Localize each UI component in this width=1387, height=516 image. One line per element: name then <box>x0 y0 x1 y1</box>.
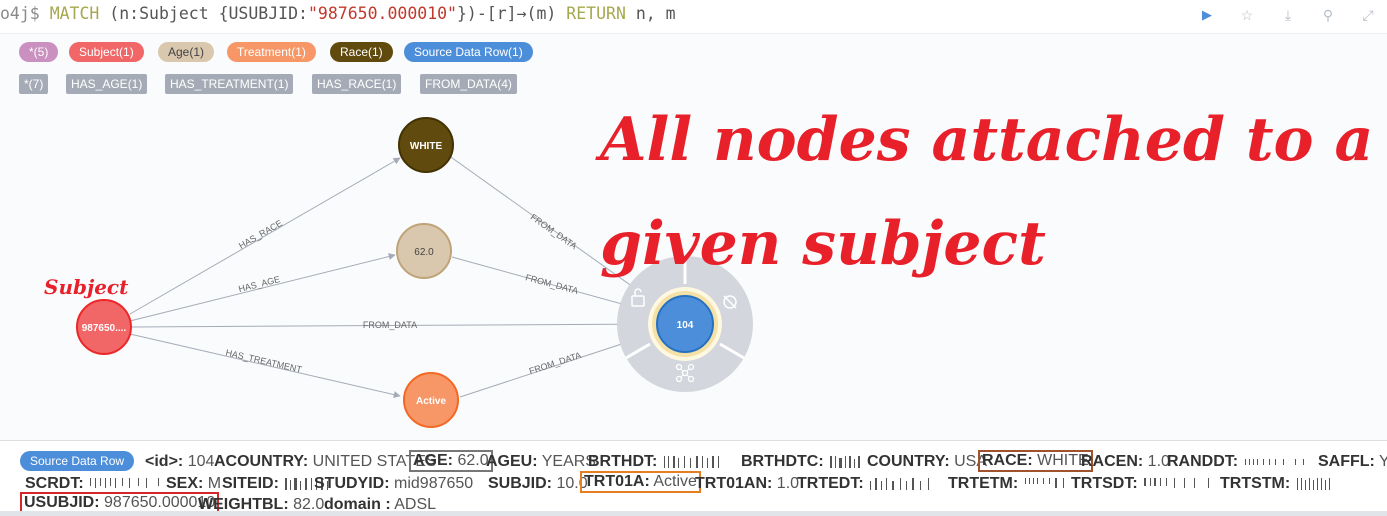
prop-subjid: SUBJID: 10.0 <box>488 475 588 492</box>
prop-weightbl: WEIGHTBL: 82.0 <box>198 496 325 513</box>
subject-annotation: Subject <box>44 275 129 299</box>
prop-trtetm: TRTETM: <box>948 475 1073 493</box>
prop-brthdtc: BRTHDTC: <box>741 453 868 471</box>
redacted-value <box>1244 459 1304 465</box>
node-source-caption: 104 <box>677 320 694 331</box>
node-label-age[interactable]: Age(1) <box>158 42 215 62</box>
edge-label-from-data-race: FROM_DATA <box>529 212 579 251</box>
redacted-value <box>1144 478 1210 488</box>
prop-siteid: SITEID: <box>222 475 335 493</box>
node-treatment[interactable]: Active <box>403 372 459 428</box>
rel-type-has-race[interactable]: HAS_RACE(1) <box>312 74 402 94</box>
rel-type-from-data[interactable]: FROM_DATA(4) <box>420 74 517 94</box>
rel-type-all[interactable]: *(7) <box>19 74 49 94</box>
query-keyword-match: MATCH <box>49 4 100 23</box>
prop-saffl: SAFFL: Y <box>1318 453 1387 470</box>
edge-has-age[interactable] <box>129 253 396 322</box>
prop-scrdt: SCRDT: <box>25 475 164 493</box>
bottom-scrollbar[interactable] <box>0 511 1387 516</box>
edge-has-race[interactable] <box>129 157 401 315</box>
edge-label-has-age: HAS_AGE <box>237 274 281 294</box>
node-race-caption: WHITE <box>410 141 443 152</box>
edge-from-data-subject[interactable] <box>131 323 651 328</box>
node-age-caption: 62.0 <box>414 247 434 258</box>
download-icon[interactable]: ⤓ <box>1284 6 1292 23</box>
edge-label-has-race: HAS_RACE <box>237 218 284 251</box>
run-query-icon[interactable]: ▶ <box>1202 7 1212 22</box>
prop-id: <id>: 104 <box>145 453 215 470</box>
prop-sex: SEX: M <box>166 475 222 492</box>
prop-racen: RACEN: 1.0 <box>1081 453 1170 470</box>
prop-trt01a: TRT01A: Active <box>580 471 701 493</box>
prop-acountry: ACOUNTRY: UNITED STATES <box>214 453 437 470</box>
hide-node-icon[interactable] <box>723 295 737 309</box>
edges <box>129 154 651 399</box>
redacted-value <box>90 478 160 488</box>
redacted-value <box>663 456 719 468</box>
node-label-source-data-row[interactable]: Source Data Row(1) <box>404 42 533 62</box>
graph-result-panel: *(5) Subject(1) Age(1) Treatment(1) Race… <box>0 34 1387 440</box>
node-label-treatment[interactable]: Treatment(1) <box>227 42 316 62</box>
annotation-line-1: All nodes attached to a <box>600 105 1374 175</box>
prop-country: COUNTRY: USA <box>867 453 988 470</box>
node-label-all[interactable]: *(5) <box>19 42 59 62</box>
query-text[interactable]: o4j$ MATCH (n:Subject {USUBJID:"987650.0… <box>0 4 676 23</box>
prop-randdt: RANDDT: <box>1167 453 1309 471</box>
redacted-value <box>1024 478 1064 488</box>
node-source-data-row[interactable]: 104 <box>656 295 714 353</box>
edge-label-from-data-age: FROM_DATA <box>524 272 579 296</box>
source-data-row-badge[interactable]: Source Data Row <box>20 451 135 471</box>
query-prompt: o4j$ <box>0 4 40 23</box>
edge-from-data-treatment[interactable] <box>459 337 641 398</box>
node-label-subject[interactable]: Subject(1) <box>69 42 144 62</box>
node-subject-caption: 987650.... <box>82 323 127 334</box>
edge-label-from-data-subject: FROM_DATA <box>363 320 417 330</box>
node-subject[interactable]: 987650.... <box>76 299 132 355</box>
rel-type-has-age[interactable]: HAS_AGE(1) <box>66 74 148 94</box>
redacted-value <box>285 478 329 490</box>
redacted-value <box>1296 478 1330 490</box>
rel-type-has-treatment[interactable]: HAS_TREATMENT(1) <box>165 74 294 94</box>
query-return-vars: n, m <box>635 4 676 23</box>
annotation-line-2: given subject <box>600 209 1046 279</box>
node-treatment-caption: Active <box>416 396 446 407</box>
prop-trtstm: TRTSTM: <box>1220 475 1343 493</box>
unlock-icon[interactable] <box>631 288 645 307</box>
prop-trtedt: TRTEDT: <box>797 475 944 493</box>
prop-ageu: AGEU: YEARS <box>486 453 596 470</box>
prop-trtsdt: TRTSDT: <box>1071 475 1222 493</box>
edge-has-treatment[interactable] <box>129 333 401 399</box>
prop-race: RACE: WHITE <box>978 450 1093 472</box>
redacted-value <box>830 456 861 468</box>
graph-canvas[interactable]: HAS_RACE HAS_AGE FROM_DATA HAS_TREATMENT… <box>0 34 1387 440</box>
favorite-star-icon[interactable]: ☆ <box>1240 6 1254 23</box>
prop-age: AGE: 62.0 <box>409 450 493 472</box>
query-pattern-start: (n:Subject {USUBJID: <box>109 4 308 23</box>
annotation-text: All nodes attached to a given subject <box>600 88 1385 296</box>
node-label-race[interactable]: Race(1) <box>330 42 393 62</box>
node-race[interactable]: WHITE <box>398 117 454 173</box>
edge-from-data-race[interactable] <box>447 154 641 293</box>
query-pattern-rel: })-[r]→(m) <box>457 4 557 23</box>
prop-trt01an: TRT01AN: 1.0 <box>695 475 800 492</box>
prop-brthdt: BRTHDT: <box>588 453 726 471</box>
edge-from-data-age[interactable] <box>451 256 641 310</box>
edge-label-from-data-treatment: FROM_DATA <box>528 350 583 376</box>
prop-studyid: STUDYID: mid987650 <box>314 475 474 492</box>
expand-relationships-icon[interactable] <box>675 363 695 383</box>
prop-usubjid: USUBJID: 987650.000010 <box>20 492 220 514</box>
prop-domain: domain : ADSL <box>324 496 437 513</box>
query-editor[interactable]: o4j$ MATCH (n:Subject {USUBJID:"987650.0… <box>0 0 1387 34</box>
edge-label-has-treatment: HAS_TREATMENT <box>225 347 304 374</box>
query-usubjid-value: "987650.000010" <box>307 4 457 23</box>
query-keyword-return: RETURN <box>566 4 626 23</box>
redacted-value <box>870 478 930 490</box>
expand-icon[interactable]: ⤢ <box>1362 6 1374 23</box>
pin-icon[interactable]: ⚲ <box>1322 6 1334 23</box>
node-age[interactable]: 62.0 <box>396 223 452 279</box>
